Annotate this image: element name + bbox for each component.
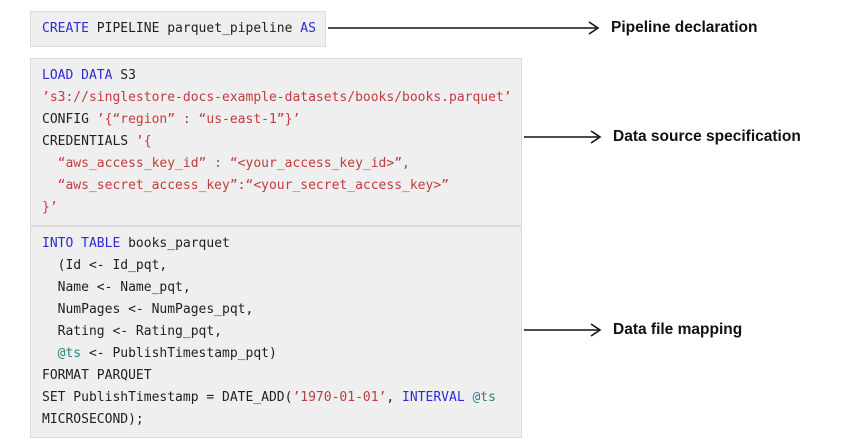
code-token: ’{“region” : “us-east-1”}’ (96, 112, 301, 127)
code-token: NumPages <- NumPages_pqt, (42, 302, 254, 317)
code-token: SET PublishTimestamp = DATE_ADD( (42, 390, 293, 405)
annotation-label: Data file mapping (613, 321, 743, 338)
code-block-pipeline-declaration: CREATE PIPELINE parquet_pipeline AS (30, 11, 326, 47)
code-token: CREATE (42, 21, 89, 36)
code-line: Rating <- Rating_pqt, (42, 321, 510, 343)
code-line: CREDENTIALS ’{ (42, 131, 510, 153)
annotation-label: Pipeline declaration (611, 19, 758, 36)
code-line: NumPages <- NumPages_pqt, (42, 299, 510, 321)
code-token: Name <- Name_pqt, (42, 280, 191, 295)
code-token: Rating <- Rating_pqt, (42, 324, 223, 339)
code-token: ’s3://singlestore-docs-example-datasets/… (42, 90, 512, 105)
code-block-data-source-specification: LOAD DATA S3 ’s3://singlestore-docs-examp… (30, 58, 522, 226)
code-line: @ts <- PublishTimestamp_pqt) (42, 343, 510, 365)
arrow-right-icon (328, 21, 600, 35)
annotation-pipeline-declaration: Pipeline declaration (328, 18, 757, 38)
annotation-data-source-specification: Data source specification (524, 127, 801, 147)
code-line: CONFIG ’{“region” : “us-east-1”}’ (42, 109, 510, 131)
code-token: ’{ (135, 134, 152, 149)
code-token: S3 (112, 68, 136, 83)
code-token: CREDENTIALS (42, 134, 136, 149)
code-token: MICROSECOND); (42, 412, 144, 427)
code-line: “aws_secret_access_key”:“<your_secret_ac… (42, 175, 510, 197)
annotation-data-file-mapping: Data file mapping (524, 320, 742, 340)
code-token: INTO TABLE (42, 236, 121, 251)
code-token: CONFIG (42, 112, 97, 127)
code-line: INTO TABLE books_parquet (42, 233, 510, 255)
arrow-right-icon (524, 130, 602, 144)
code-token: <- PublishTimestamp_pqt) (81, 346, 277, 361)
code-token: @ts (57, 346, 82, 361)
code-token: , (386, 390, 403, 405)
code-token: PIPELINE parquet_pipeline (88, 21, 301, 36)
code-line: FORMAT PARQUET (42, 365, 510, 387)
code-token: AS (300, 21, 316, 36)
code-line: }’ (42, 197, 510, 219)
code-token: LOAD DATA (42, 68, 113, 83)
code-block-data-file-mapping: INTO TABLE books_parquet (Id <- Id_pqt, … (30, 226, 522, 438)
code-line: CREATE PIPELINE parquet_pipeline AS (42, 18, 316, 40)
code-line: ’s3://singlestore-docs-example-datasets/… (42, 87, 512, 109)
code-line: “aws_access_key_id” : “<your_access_key_… (42, 153, 510, 175)
code-token: FORMAT PARQUET (42, 368, 152, 383)
annotation-label: Data source specification (613, 128, 801, 145)
code-line: (Id <- Id_pqt, (42, 255, 510, 277)
code-line: MICROSECOND); (42, 409, 510, 431)
code-token: “aws_access_key_id” : “<your_access_key_… (42, 156, 410, 171)
code-line: LOAD DATA S3 (42, 65, 510, 87)
code-line: Name <- Name_pqt, (42, 277, 510, 299)
code-token: books_parquet (120, 236, 230, 251)
code-line: SET PublishTimestamp = DATE_ADD(’1970-01… (42, 387, 510, 409)
code-token: @ts (472, 390, 496, 405)
code-token: ’1970-01-01’ (292, 390, 387, 405)
code-token (42, 346, 58, 361)
code-token: “aws_secret_access_key”:“<your_secret_ac… (42, 178, 449, 193)
arrow-right-icon (524, 323, 602, 337)
code-token: }’ (42, 200, 58, 215)
code-token: INTERVAL (402, 390, 465, 405)
code-token: (Id <- Id_pqt, (42, 258, 168, 273)
